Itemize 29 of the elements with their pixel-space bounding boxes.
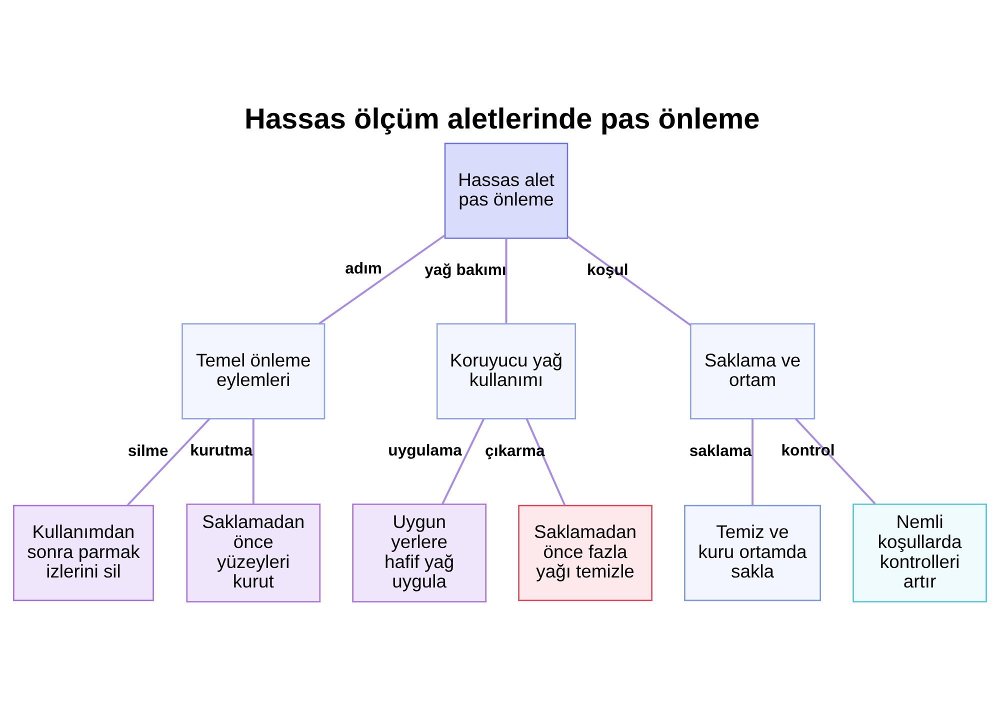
connector [567, 235, 692, 326]
node-box: Temel önleme eylemleri [182, 322, 326, 419]
connector [318, 234, 445, 324]
connector [752, 418, 754, 505]
edge-label: kurutma [190, 442, 252, 459]
connector [442, 418, 485, 504]
edge-label: saklama [689, 442, 752, 460]
edge-label: kontrol [781, 442, 835, 459]
edge-label: adım [345, 260, 382, 278]
node-box: Saklamadan önce fazla yağı temizle [518, 504, 652, 601]
node-box: Saklamadan önce yüzeyleri kurut [186, 503, 321, 602]
edge-label: yağ bakımı [424, 262, 506, 279]
connector [252, 418, 254, 504]
edge-label: silme [128, 442, 168, 460]
node-box: Temiz ve kuru ortamda sakla [684, 504, 822, 601]
edge-label: koşul [586, 262, 628, 279]
node-box: Uygun yerlere hafif yağ uygula [352, 503, 486, 602]
diagram-title: Hassas ölçüm aletlerinde pas önleme [244, 102, 760, 135]
node-box: Koruyucu yağ kullanımı [436, 322, 576, 419]
node-box: Hassas alet pas önleme [444, 142, 568, 238]
edge-label: çıkarma [485, 442, 545, 460]
node-box: Saklama ve ortam [690, 322, 816, 419]
connector [126, 418, 210, 506]
connector [526, 418, 566, 505]
connector [505, 238, 508, 323]
node-box: Kullanımdan sonra parmak izlerini sil [13, 504, 154, 601]
edge-label: uygulama [388, 442, 462, 459]
connector [794, 418, 876, 504]
node-box: Nemli koşullarda kontrolleri artır [852, 503, 987, 602]
